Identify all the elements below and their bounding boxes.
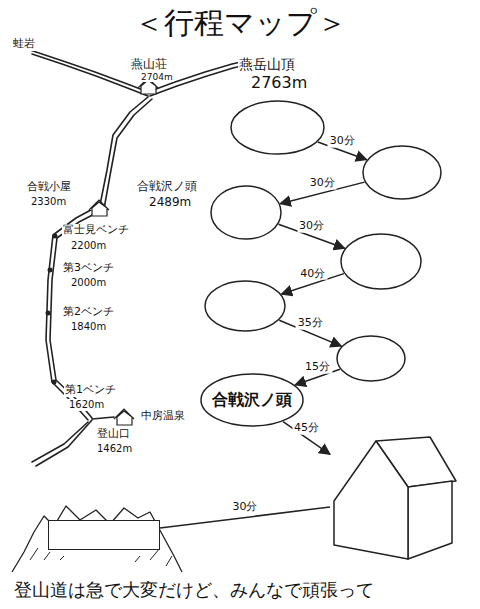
- oval-outline: [336, 335, 406, 382]
- map-label: 2000m: [70, 277, 107, 289]
- hut-icon: [89, 200, 109, 216]
- oval-node: [362, 145, 442, 200]
- map-label: 2330m: [30, 196, 67, 208]
- oval-line: [231, 101, 324, 154]
- time-label: 40分: [298, 268, 327, 281]
- map-label: 2200m: [70, 240, 107, 252]
- time-label: 15分: [303, 361, 332, 374]
- bench-dot: [48, 268, 53, 273]
- time-label: 30分: [308, 177, 337, 190]
- time-label: 45分: [292, 422, 321, 435]
- oval-line: [201, 374, 303, 426]
- oval-line: [341, 234, 421, 289]
- map-label: 1462m: [96, 443, 133, 455]
- road: [36, 420, 92, 466]
- oval-outline: [230, 100, 325, 155]
- map-label: 合戦小屋: [26, 181, 72, 194]
- oval-node: [340, 233, 422, 290]
- arrow-connector: [283, 422, 330, 455]
- map-label: 蛙岩: [12, 38, 36, 51]
- map-label: 2763m: [250, 74, 308, 92]
- map-label: 2489m: [148, 196, 192, 210]
- map-label: 第2ベンチ: [62, 306, 115, 319]
- map-label: 第3ベンチ: [62, 262, 115, 275]
- oval-line: [205, 281, 285, 331]
- main-trail: [46, 97, 148, 420]
- map-label: 富士見ベンチ: [62, 224, 130, 237]
- house-node: [330, 435, 458, 563]
- oval-node: [204, 280, 286, 332]
- main-trail: [50, 99, 152, 418]
- oval-node: [210, 185, 282, 240]
- bench-dot: [53, 234, 58, 239]
- time-label: 30分: [328, 135, 357, 148]
- oval-node: 合戦沢ノ頭: [200, 373, 304, 427]
- mountain-sketch: [12, 506, 182, 572]
- map-label: 燕山荘: [130, 58, 168, 72]
- map-label: 1840m: [70, 321, 107, 333]
- bench-dot: [46, 311, 51, 316]
- map-label: 燕岳山頂: [238, 56, 296, 72]
- time-label: 35分: [296, 317, 325, 330]
- bench-dot: [52, 380, 57, 385]
- oval-line: [337, 336, 405, 381]
- map-label: 合戦沢ノ頭: [136, 180, 198, 194]
- house-drawing: [330, 435, 458, 563]
- map-label: 中房温泉: [140, 410, 186, 423]
- time-label: 30分: [231, 501, 260, 514]
- caption: 登山道は急で大変だけど、みんなで頑張って: [14, 580, 374, 601]
- map-label: 1620m: [68, 399, 105, 411]
- hut-icon: [114, 409, 134, 425]
- map-label: 登山口: [96, 428, 131, 441]
- road: [92, 417, 114, 419]
- mountain-hatching: [30, 548, 172, 566]
- oval-line: [363, 146, 441, 199]
- house-front: [334, 441, 408, 559]
- road: [32, 422, 88, 462]
- map-label: 2704m: [140, 72, 174, 82]
- oval-outline: [204, 280, 286, 332]
- house-side: [408, 481, 452, 559]
- box-node: [48, 520, 160, 550]
- oval-node: [230, 100, 325, 155]
- map-label: 第1ベンチ: [64, 384, 117, 397]
- node-text: 合戦沢ノ頭: [212, 390, 292, 411]
- map-title: ＜行程マップ＞: [0, 6, 480, 41]
- oval-outline: [210, 185, 282, 240]
- time-label: 30分: [297, 220, 326, 233]
- oval-outline: [340, 233, 422, 290]
- oval-node: [336, 335, 406, 382]
- oval-outline: [362, 145, 442, 200]
- oval-line: [211, 186, 281, 239]
